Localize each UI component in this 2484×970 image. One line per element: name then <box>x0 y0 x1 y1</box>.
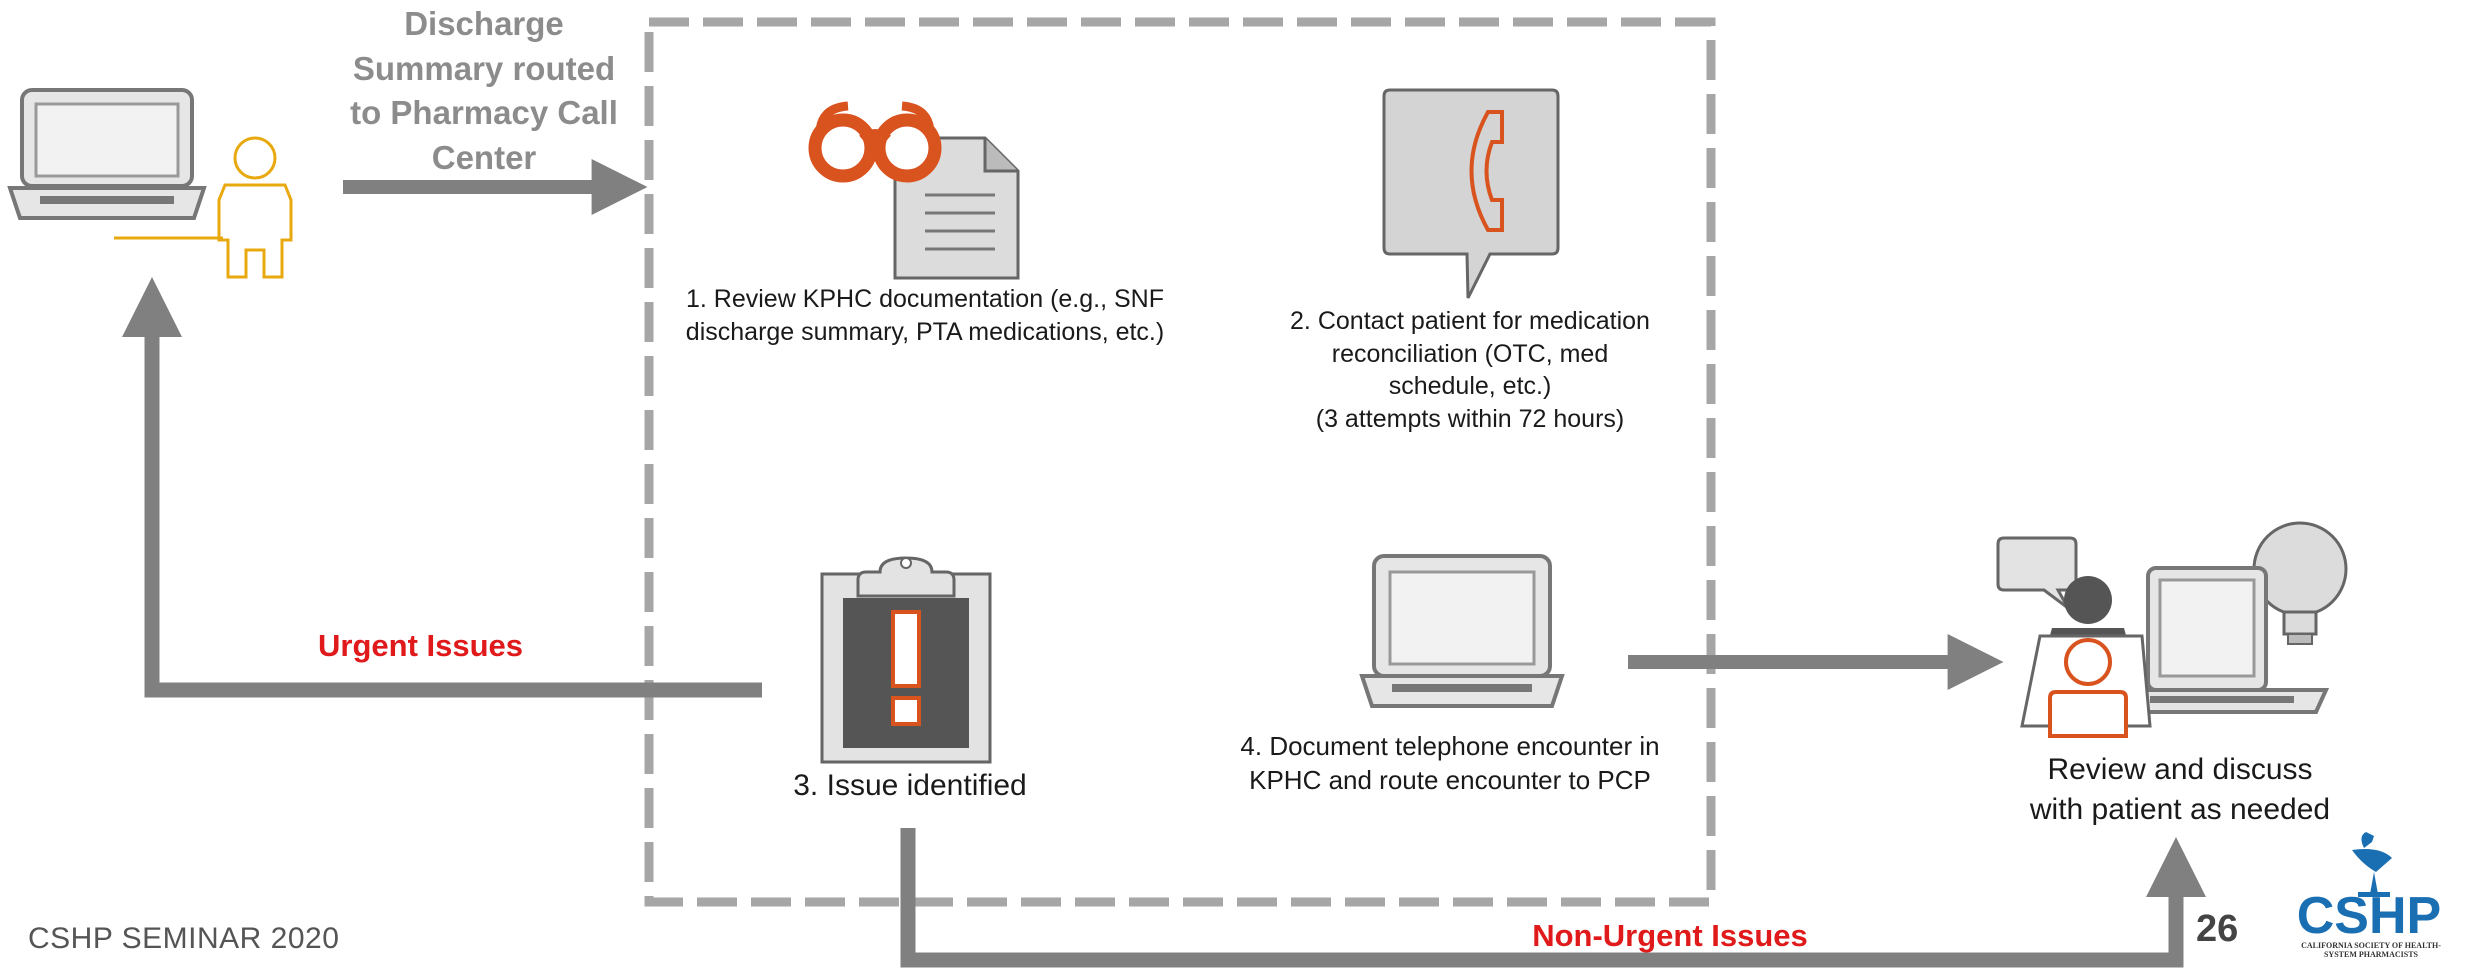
non-urgent-path-arrow <box>900 828 2206 968</box>
urgent-issues-label: Urgent Issues <box>318 628 524 663</box>
step-2-label: 2. Contact patient for medication reconc… <box>1240 305 1700 435</box>
review-discuss-line: with patient as needed <box>2029 792 2331 826</box>
review-discuss-label: Review and discuss with patient as neede… <box>1990 750 2370 829</box>
step-4-line: KPHC and route encounter to PCP <box>1249 764 1651 795</box>
step-4-label: 4. Document telephone encounter in KPHC … <box>1200 730 1700 798</box>
urgent-path-arrow <box>122 276 762 698</box>
step-2-line: 2. Contact patient for medication <box>1290 307 1650 335</box>
step-1-label: 1. Review KPHC documentation (e.g., SNF … <box>685 285 1165 346</box>
step-3-label: 3. Issue identified <box>793 769 1027 802</box>
footer-label: CSHP SEMINAR 2020 <box>28 922 340 955</box>
step-2-line: (3 attempts within 72 hours) <box>1315 404 1625 433</box>
phone-call-icon <box>1382 88 1560 299</box>
review-discuss-line: Review and discuss <box>2047 753 2313 786</box>
alert-clipboard-icon <box>820 556 992 764</box>
cshp-logo-icon <box>2352 832 2392 897</box>
documentation-laptop-icon <box>1359 554 1565 708</box>
step-2-line: schedule, etc.) <box>1388 372 1552 400</box>
cshp-logo-text: CSHP <box>2296 887 2442 945</box>
route-label: Discharge Summary routed to Pharmacy Cal… <box>350 5 618 176</box>
reading-glasses-icon <box>808 101 942 183</box>
laptop-icon <box>7 88 207 220</box>
step-2-line: reconciliation (OTC, med <box>1331 339 1609 368</box>
patient-consultation-icon <box>1996 521 2348 738</box>
pharmacist-person-icon <box>114 136 293 279</box>
page-number: 26 <box>2196 908 2239 950</box>
non-urgent-issues-label: Non-Urgent Issues <box>1532 918 1808 953</box>
cshp-logo-subtext: CALIFORNIA SOCIETY OF HEALTH-SYSTEM PHAR… <box>2301 941 2441 959</box>
step-4-line: 4. Document telephone encounter in <box>1240 731 1660 761</box>
